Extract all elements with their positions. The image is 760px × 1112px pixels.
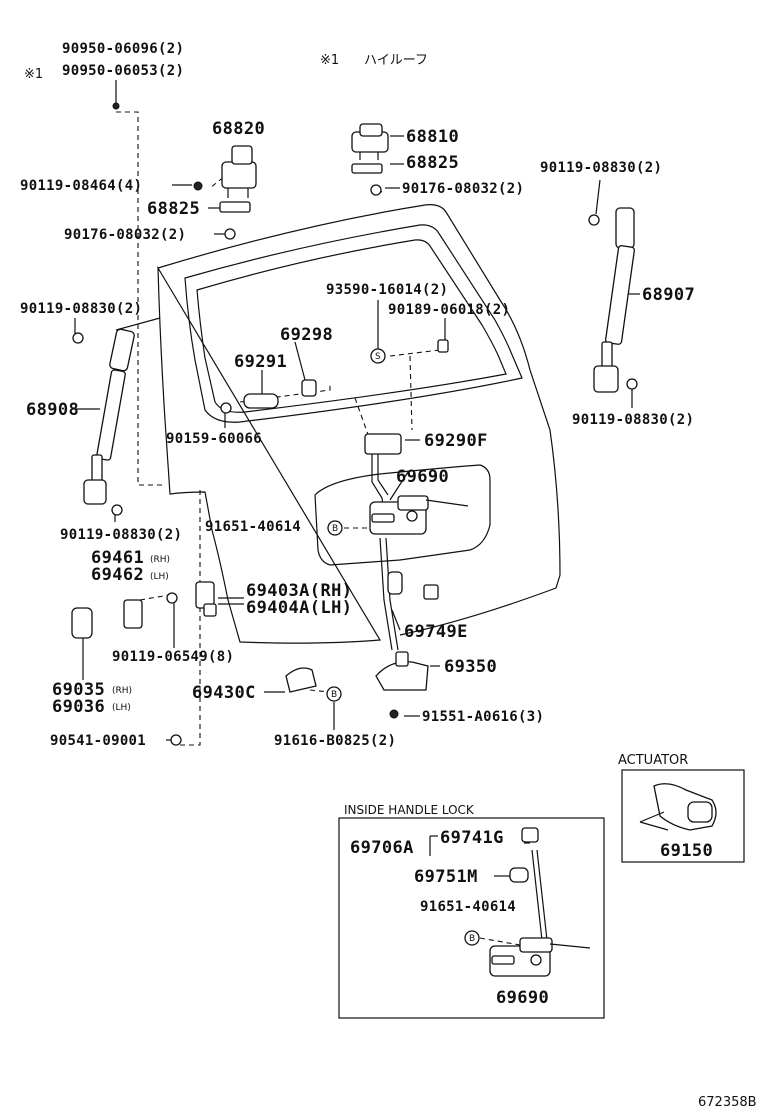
label-69350: 69350 bbox=[444, 657, 497, 677]
label-69751M: 69751M bbox=[414, 867, 478, 887]
label-69430C: 69430C bbox=[192, 683, 256, 703]
part-68820-bracket bbox=[219, 145, 257, 213]
marker-b: B bbox=[332, 524, 338, 534]
label-69036: 69036 bbox=[52, 697, 105, 717]
label-69462-side: (LH) bbox=[150, 572, 169, 582]
actuator-title: ACTUATOR bbox=[618, 753, 688, 768]
label-68907: 68907 bbox=[642, 285, 695, 305]
label-69690-inset: 69690 bbox=[496, 988, 549, 1008]
label-90176-08032-left: 90176-08032(2) bbox=[64, 227, 186, 243]
label-68820: 68820 bbox=[212, 119, 265, 139]
label-69706A: 69706A bbox=[350, 838, 414, 858]
label-69741G: 69741G bbox=[440, 828, 504, 848]
label-90119-08464: 90119-08464(4) bbox=[20, 178, 142, 194]
label-90119-08830-top-right: 90119-08830(2) bbox=[540, 160, 662, 176]
label-69035-side: (RH) bbox=[112, 686, 132, 696]
label-90119-08830-left: 90119-08830(2) bbox=[20, 301, 142, 317]
inside-handle-title: INSIDE HANDLE LOCK bbox=[344, 803, 475, 817]
label-91551-A0616: 91551-A0616(3) bbox=[422, 709, 544, 725]
marker-s: S bbox=[375, 352, 381, 362]
label-69404A: 69404A(LH) bbox=[246, 598, 352, 618]
label-93590-16014: 93590-16014(2) bbox=[326, 282, 448, 298]
label-69749E: 69749E bbox=[404, 622, 468, 642]
part-68907-strut bbox=[593, 207, 636, 393]
part-69430C-striker bbox=[285, 667, 317, 693]
ref-mark-top: ※1 bbox=[320, 53, 339, 68]
marker-b: B bbox=[331, 690, 337, 700]
label-69291: 69291 bbox=[234, 352, 287, 372]
label-68810: 68810 bbox=[406, 127, 459, 147]
part-69350-latch bbox=[375, 651, 429, 691]
part-69749E-clip bbox=[423, 584, 439, 600]
back-door-panel bbox=[157, 204, 561, 644]
label-91651-40614-inset: 91651-40614 bbox=[420, 899, 516, 915]
label-90176-08032-right: 90176-08032(2) bbox=[402, 181, 524, 197]
marker-b: B bbox=[469, 934, 475, 944]
label-69690: 69690 bbox=[396, 467, 449, 487]
label-90950-06053: 90950-06053(2) bbox=[62, 63, 184, 79]
label-69298: 69298 bbox=[280, 325, 333, 345]
label-90119-08830-left-lower: 90119-08830(2) bbox=[60, 527, 182, 543]
part-69403A-hinge bbox=[195, 581, 217, 617]
label-90119-06549: 90119-06549(8) bbox=[112, 649, 234, 665]
markers: S B B B bbox=[326, 348, 480, 946]
lock-rod bbox=[379, 537, 403, 651]
ref-mark-left: ※1 bbox=[24, 67, 43, 82]
part-68810-bracket bbox=[351, 123, 389, 196]
label-69403A: 69403A(RH) bbox=[246, 581, 352, 601]
ref-note-text: ハイルーフ bbox=[364, 53, 428, 68]
label-91651-40614: 91651-40614 bbox=[205, 519, 301, 535]
inset-lock-assembly bbox=[489, 937, 591, 977]
label-69461: 69461 bbox=[91, 548, 144, 568]
label-90159-60066: 90159-60066 bbox=[166, 431, 262, 447]
label-68825-left: 68825 bbox=[147, 199, 200, 219]
label-90950-06096: 90950-06096(2) bbox=[62, 41, 184, 57]
drawing-number: 672358B bbox=[698, 1095, 757, 1110]
label-91616-B0825: 91616-B0825(2) bbox=[274, 733, 396, 749]
label-69150: 69150 bbox=[660, 841, 713, 861]
actuator-inset: ACTUATOR 69150 bbox=[618, 753, 745, 863]
part-69461-bracket bbox=[123, 599, 143, 629]
label-69035: 69035 bbox=[52, 680, 105, 700]
label-69036-side: (LH) bbox=[112, 703, 131, 713]
inside-handle-lock-inset: INSIDE HANDLE LOCK 69706A 69741G 69751M … bbox=[338, 803, 605, 1019]
bolts bbox=[72, 102, 638, 746]
part-69291-handle bbox=[243, 339, 449, 409]
part-68908-strut bbox=[83, 328, 135, 505]
label-69461-side: (RH) bbox=[150, 555, 170, 565]
label-68825-right: 68825 bbox=[406, 153, 459, 173]
label-90189-06018: 90189-06018(2) bbox=[388, 302, 510, 318]
label-68908: 68908 bbox=[26, 400, 79, 420]
label-90541-09001: 90541-09001 bbox=[50, 733, 146, 749]
label-69462: 69462 bbox=[91, 565, 144, 585]
label-69290F: 69290F bbox=[424, 431, 488, 451]
part-69035-pad bbox=[71, 607, 93, 639]
part-69690-lock bbox=[369, 495, 469, 535]
label-90119-08830-right: 90119-08830(2) bbox=[572, 412, 694, 428]
parts bbox=[71, 102, 638, 746]
